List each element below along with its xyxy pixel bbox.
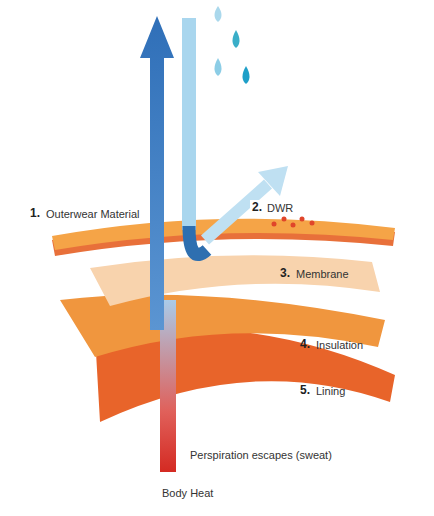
heat-arrow	[140, 16, 174, 330]
rain-bounce	[189, 226, 207, 255]
part-label: Membrane	[296, 267, 349, 281]
dwr-dots	[272, 217, 315, 228]
insulation-layer	[60, 295, 385, 357]
part-label: Outerwear Material	[46, 207, 140, 221]
rain-drops	[215, 6, 250, 84]
repel-arrowhead	[258, 166, 288, 196]
part-label: Lining	[316, 384, 345, 398]
part-label: DWR	[265, 201, 295, 215]
note-label: Body Heat	[162, 486, 213, 500]
callout-number: 2.	[250, 200, 264, 214]
membrane-layer	[90, 255, 380, 306]
repel-arrow	[205, 184, 268, 240]
note-label: Perspiration escapes (sweat)	[190, 448, 332, 462]
callout-number: 5.	[300, 383, 310, 397]
part-label: Insulation	[316, 338, 363, 352]
rain-band	[182, 18, 196, 230]
callout-number: 4.	[300, 337, 310, 351]
callout-number: 3.	[280, 266, 290, 280]
callout-number: 1.	[30, 206, 40, 220]
